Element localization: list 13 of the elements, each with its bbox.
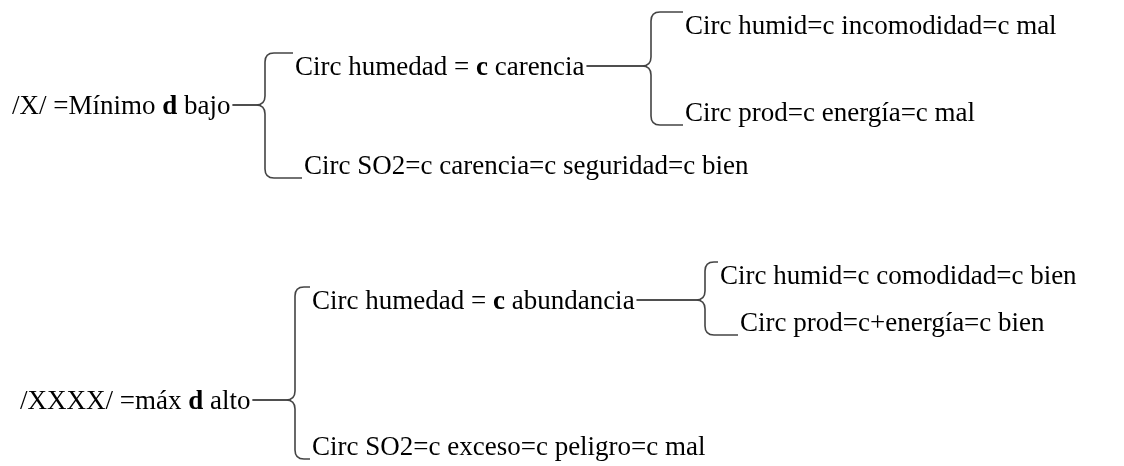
text-label: Circ SO2=c carencia=c seguridad=c bien: [302, 149, 751, 181]
text-label: Circ humid=c comodidad=c bien: [718, 259, 1079, 291]
text-label: Circ humid=c incomodidad=c mal: [683, 9, 1059, 41]
brace-connector: [231, 104, 303, 179]
text-label: Circ SO2=c exceso=c peligro=c mal: [310, 430, 708, 462]
text-label: /X/ =Mínimo d bajo: [10, 89, 233, 121]
text-label: Circ prod=c energía=c mal: [683, 96, 978, 128]
text-label: Circ humedad = c carencia: [293, 50, 587, 82]
text-label: /XXXX/ =máx d alto: [18, 384, 253, 416]
brace-connector: [635, 299, 739, 336]
text-label: Circ humedad = c abundancia: [310, 284, 637, 316]
brace-connector: [585, 65, 684, 126]
text-label: Circ prod=c+energía=c bien: [738, 306, 1047, 338]
